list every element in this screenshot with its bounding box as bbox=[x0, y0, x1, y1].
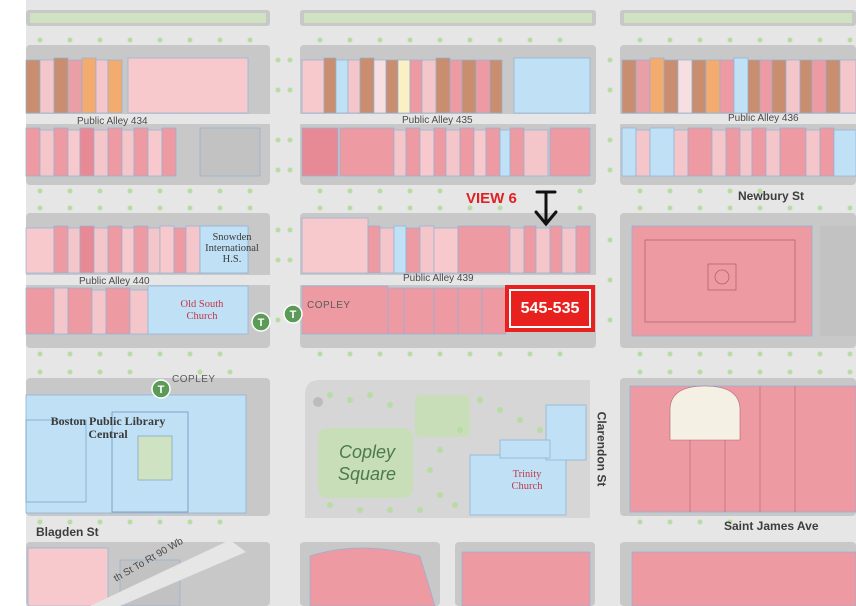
transit-station-marker-1[interactable]: T bbox=[251, 312, 271, 332]
snowden-school-building bbox=[199, 225, 249, 274]
transit-station-marker-3[interactable]: T bbox=[151, 379, 171, 399]
station-label-copley-1: COPLEY bbox=[307, 300, 351, 311]
map-left-margin bbox=[0, 0, 26, 606]
alley-label-435: Public Alley 435 bbox=[402, 115, 473, 126]
place-label-snowden: Snowden International H.S. bbox=[205, 232, 259, 265]
street-label-newbury: Newbury St bbox=[738, 189, 805, 203]
transit-station-marker-2[interactable]: T bbox=[283, 304, 303, 324]
trinity-church-building bbox=[469, 404, 587, 516]
ramp-road bbox=[90, 540, 246, 606]
copley-square-garden bbox=[415, 395, 470, 437]
place-label-trinity-church: Trinity Church bbox=[511, 469, 543, 492]
boston-public-library-building bbox=[25, 394, 247, 514]
place-label-copley-square: Copley Square bbox=[337, 442, 397, 484]
street-label-blagden: Blagden St bbox=[36, 525, 99, 539]
transit-icon: T bbox=[258, 317, 265, 329]
copley-square-lawn bbox=[318, 428, 413, 498]
place-label-boston-public-library: Boston Public Library Central bbox=[50, 414, 166, 441]
buildings-row-b bbox=[25, 127, 856, 177]
top-park-strips bbox=[30, 13, 852, 23]
transit-icon: T bbox=[290, 309, 297, 321]
place-label-old-south-church: Old South Church bbox=[180, 299, 224, 322]
buildings-row-c bbox=[25, 217, 591, 274]
alley-label-440: Public Alley 440 bbox=[79, 276, 150, 287]
buildings-bottom-row bbox=[27, 547, 856, 606]
view-arrow-icon bbox=[534, 190, 558, 227]
address-badge[interactable]: 545-535 bbox=[505, 285, 595, 332]
copley-square-fountain bbox=[313, 397, 323, 407]
block-right-lower bbox=[629, 385, 856, 513]
street-label-clarendon: Clarendon St bbox=[594, 411, 609, 487]
address-badge-label: 545-535 bbox=[509, 289, 591, 328]
street-label-saint-james: Saint James Ave bbox=[724, 519, 819, 533]
station-label-copley-2: COPLEY bbox=[172, 374, 216, 385]
alley-label-439: Public Alley 439 bbox=[403, 273, 474, 284]
block-right-upper bbox=[631, 225, 856, 337]
transit-icon: T bbox=[158, 384, 165, 396]
alley-label-434: Public Alley 434 bbox=[77, 116, 148, 127]
street-trees bbox=[37, 37, 853, 525]
buildings-row-d bbox=[25, 285, 507, 335]
buildings-row-a bbox=[25, 57, 856, 114]
alley-label-436: Public Alley 436 bbox=[728, 113, 799, 124]
alleys bbox=[26, 114, 856, 285]
view-label: VIEW 6 bbox=[466, 190, 517, 207]
